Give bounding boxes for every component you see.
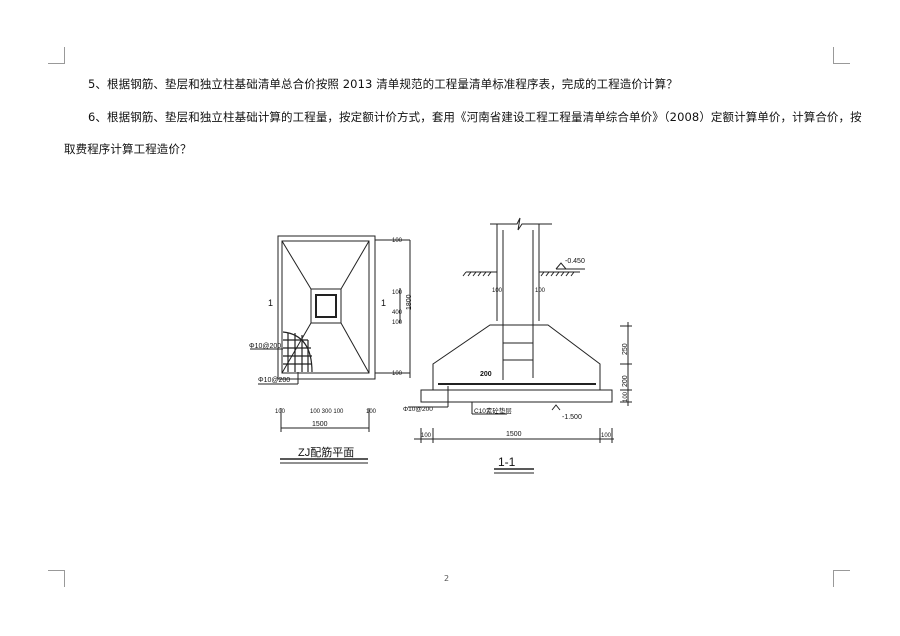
plan-dim-total-h: 1500 [312,421,328,428]
section-cover-right: 100 [535,288,546,294]
section-title: 1-1 [498,455,516,469]
section-dim-right: 100 [601,433,612,439]
plan-rebar-label-1: Φ10@200 [249,343,281,350]
plan-rebar-label-2: Φ10@200 [258,377,290,384]
section-rebar-label: Φ10@200 [403,406,433,413]
section-dim-200: 200 [622,375,629,387]
section-view [408,217,632,474]
corner-mark-top-right [833,47,850,64]
section-rebar-len: 200 [480,371,492,378]
plan-dim-mid-b: 400 [392,310,403,316]
plan-dim-mid-c: 100 [392,320,403,326]
plan-dim-mid-a: 100 [392,290,403,296]
corner-mark-bottom-left [48,570,65,587]
question-5: 5、根据钢筋、垫层和独立柱基础清单总合价按照 2013 清单规范的工程量清单标准… [88,77,678,91]
plan-section-mark-right: 1 [381,298,386,308]
section-elev-bottom: -1.500 [562,414,582,421]
plan-section-mark-left: 1 [268,298,273,308]
corner-mark-bottom-right [833,570,850,587]
corner-mark-top-left [48,47,65,64]
question-6-continued: 取费程序计算工程造价？ [64,142,192,156]
section-pad-label: C10素砼垫层 [474,406,512,415]
section-dim-left: 100 [421,433,432,439]
plan-dim-total-v: 1800 [406,294,413,310]
section-dim-250: 250 [622,343,629,355]
plan-dim-h-right: 100 [366,409,377,415]
plan-dim-h-mid: 100 300 100 [310,409,344,415]
section-cover-left: 100 [492,288,503,294]
section-dim-total: 1500 [506,431,522,438]
plan-title: ZJ配筋平面 [298,445,354,459]
rebar-mesh [282,331,313,373]
plan-view [250,235,411,464]
plan-dim-h-left: 100 [275,409,286,415]
page-number: 2 [444,574,450,583]
section-elev-top: -0.450 [565,258,585,265]
section-dim-100: 100 [623,391,629,402]
question-6: 6、根据钢筋、垫层和独立柱基础计算的工程量，按定额计价方式，套用《河南省建设工程… [88,110,862,124]
plan-dim-bottom: 100 [392,371,403,377]
plan-dim-top: 100 [392,238,403,244]
